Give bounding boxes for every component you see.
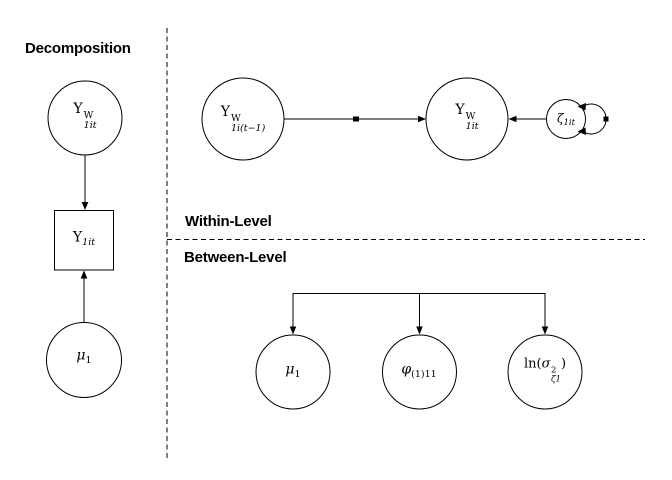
between-mean-base: μ bbox=[285, 361, 295, 378]
mean-latent-base: μ bbox=[76, 347, 86, 364]
between-logvar-post: ) bbox=[560, 356, 567, 372]
lagged-within-base: Y bbox=[220, 104, 230, 121]
observed-base: Y bbox=[72, 229, 83, 246]
between-level-heading: Between-Level bbox=[184, 249, 287, 266]
arrow-to-between-logvar-head bbox=[541, 326, 549, 335]
observed-label: Y1it bbox=[73, 231, 95, 248]
mean-latent-circle bbox=[46, 322, 122, 398]
self-loop-mid-marker bbox=[603, 116, 609, 122]
innovation-base: ζ bbox=[556, 111, 564, 126]
between-ar-base: φ bbox=[401, 361, 412, 378]
arrow-to-between-ar-head bbox=[416, 326, 423, 335]
between-mean-sub: 1 bbox=[294, 368, 301, 380]
current-within-base: Y bbox=[455, 102, 465, 119]
lagged-within-sub: 1i(t−1) bbox=[230, 123, 266, 135]
between-ar-sub: (1)11 bbox=[411, 368, 437, 380]
between-logvar-sup: 2 bbox=[550, 364, 557, 375]
current-within-sub: 1it bbox=[465, 121, 479, 133]
arrow-lag-to-current-mid-marker bbox=[353, 116, 359, 122]
observed-sub: 1it bbox=[82, 236, 96, 248]
between-ar-label: φ(1)11 bbox=[401, 363, 436, 380]
arrow-to-between-mean-head bbox=[289, 326, 297, 335]
observed-square bbox=[54, 210, 114, 271]
between-logvar-base: σ bbox=[541, 356, 551, 372]
lagged-within-sup: W bbox=[230, 113, 241, 125]
between-logvar-circle bbox=[507, 334, 583, 410]
within-component-sub: 1it bbox=[83, 120, 97, 132]
arrow-innovation-to-current-head bbox=[508, 115, 517, 123]
mean-latent-sub: 1 bbox=[85, 354, 92, 366]
arrow-lag-to-current-head bbox=[418, 115, 426, 123]
between-mean-circle bbox=[255, 334, 331, 410]
within-level-heading: Within-Level bbox=[185, 213, 272, 230]
within-component-sup: W bbox=[83, 110, 94, 122]
arrow-within-to-observed-head bbox=[81, 202, 89, 210]
current-within-sup: W bbox=[465, 111, 476, 123]
self-loop-bottom-head bbox=[577, 127, 586, 135]
mean-latent-label: μ1 bbox=[76, 349, 91, 366]
within-component-base: Y bbox=[73, 101, 83, 118]
innovation-label: ζ1it bbox=[557, 112, 575, 127]
innovation-sub: 1it bbox=[563, 118, 576, 129]
between-mean-label: μ1 bbox=[285, 363, 300, 380]
between-ar-circle bbox=[382, 334, 457, 410]
between-logvar-pre: ln( bbox=[523, 356, 542, 372]
within-component-circle bbox=[47, 80, 123, 156]
decomposition-heading: Decomposition bbox=[25, 40, 131, 57]
between-logvar-sub: ζ1 bbox=[550, 374, 561, 385]
self-loop-top-head bbox=[577, 103, 586, 111]
arrow-mean-to-observed-head bbox=[80, 270, 88, 279]
